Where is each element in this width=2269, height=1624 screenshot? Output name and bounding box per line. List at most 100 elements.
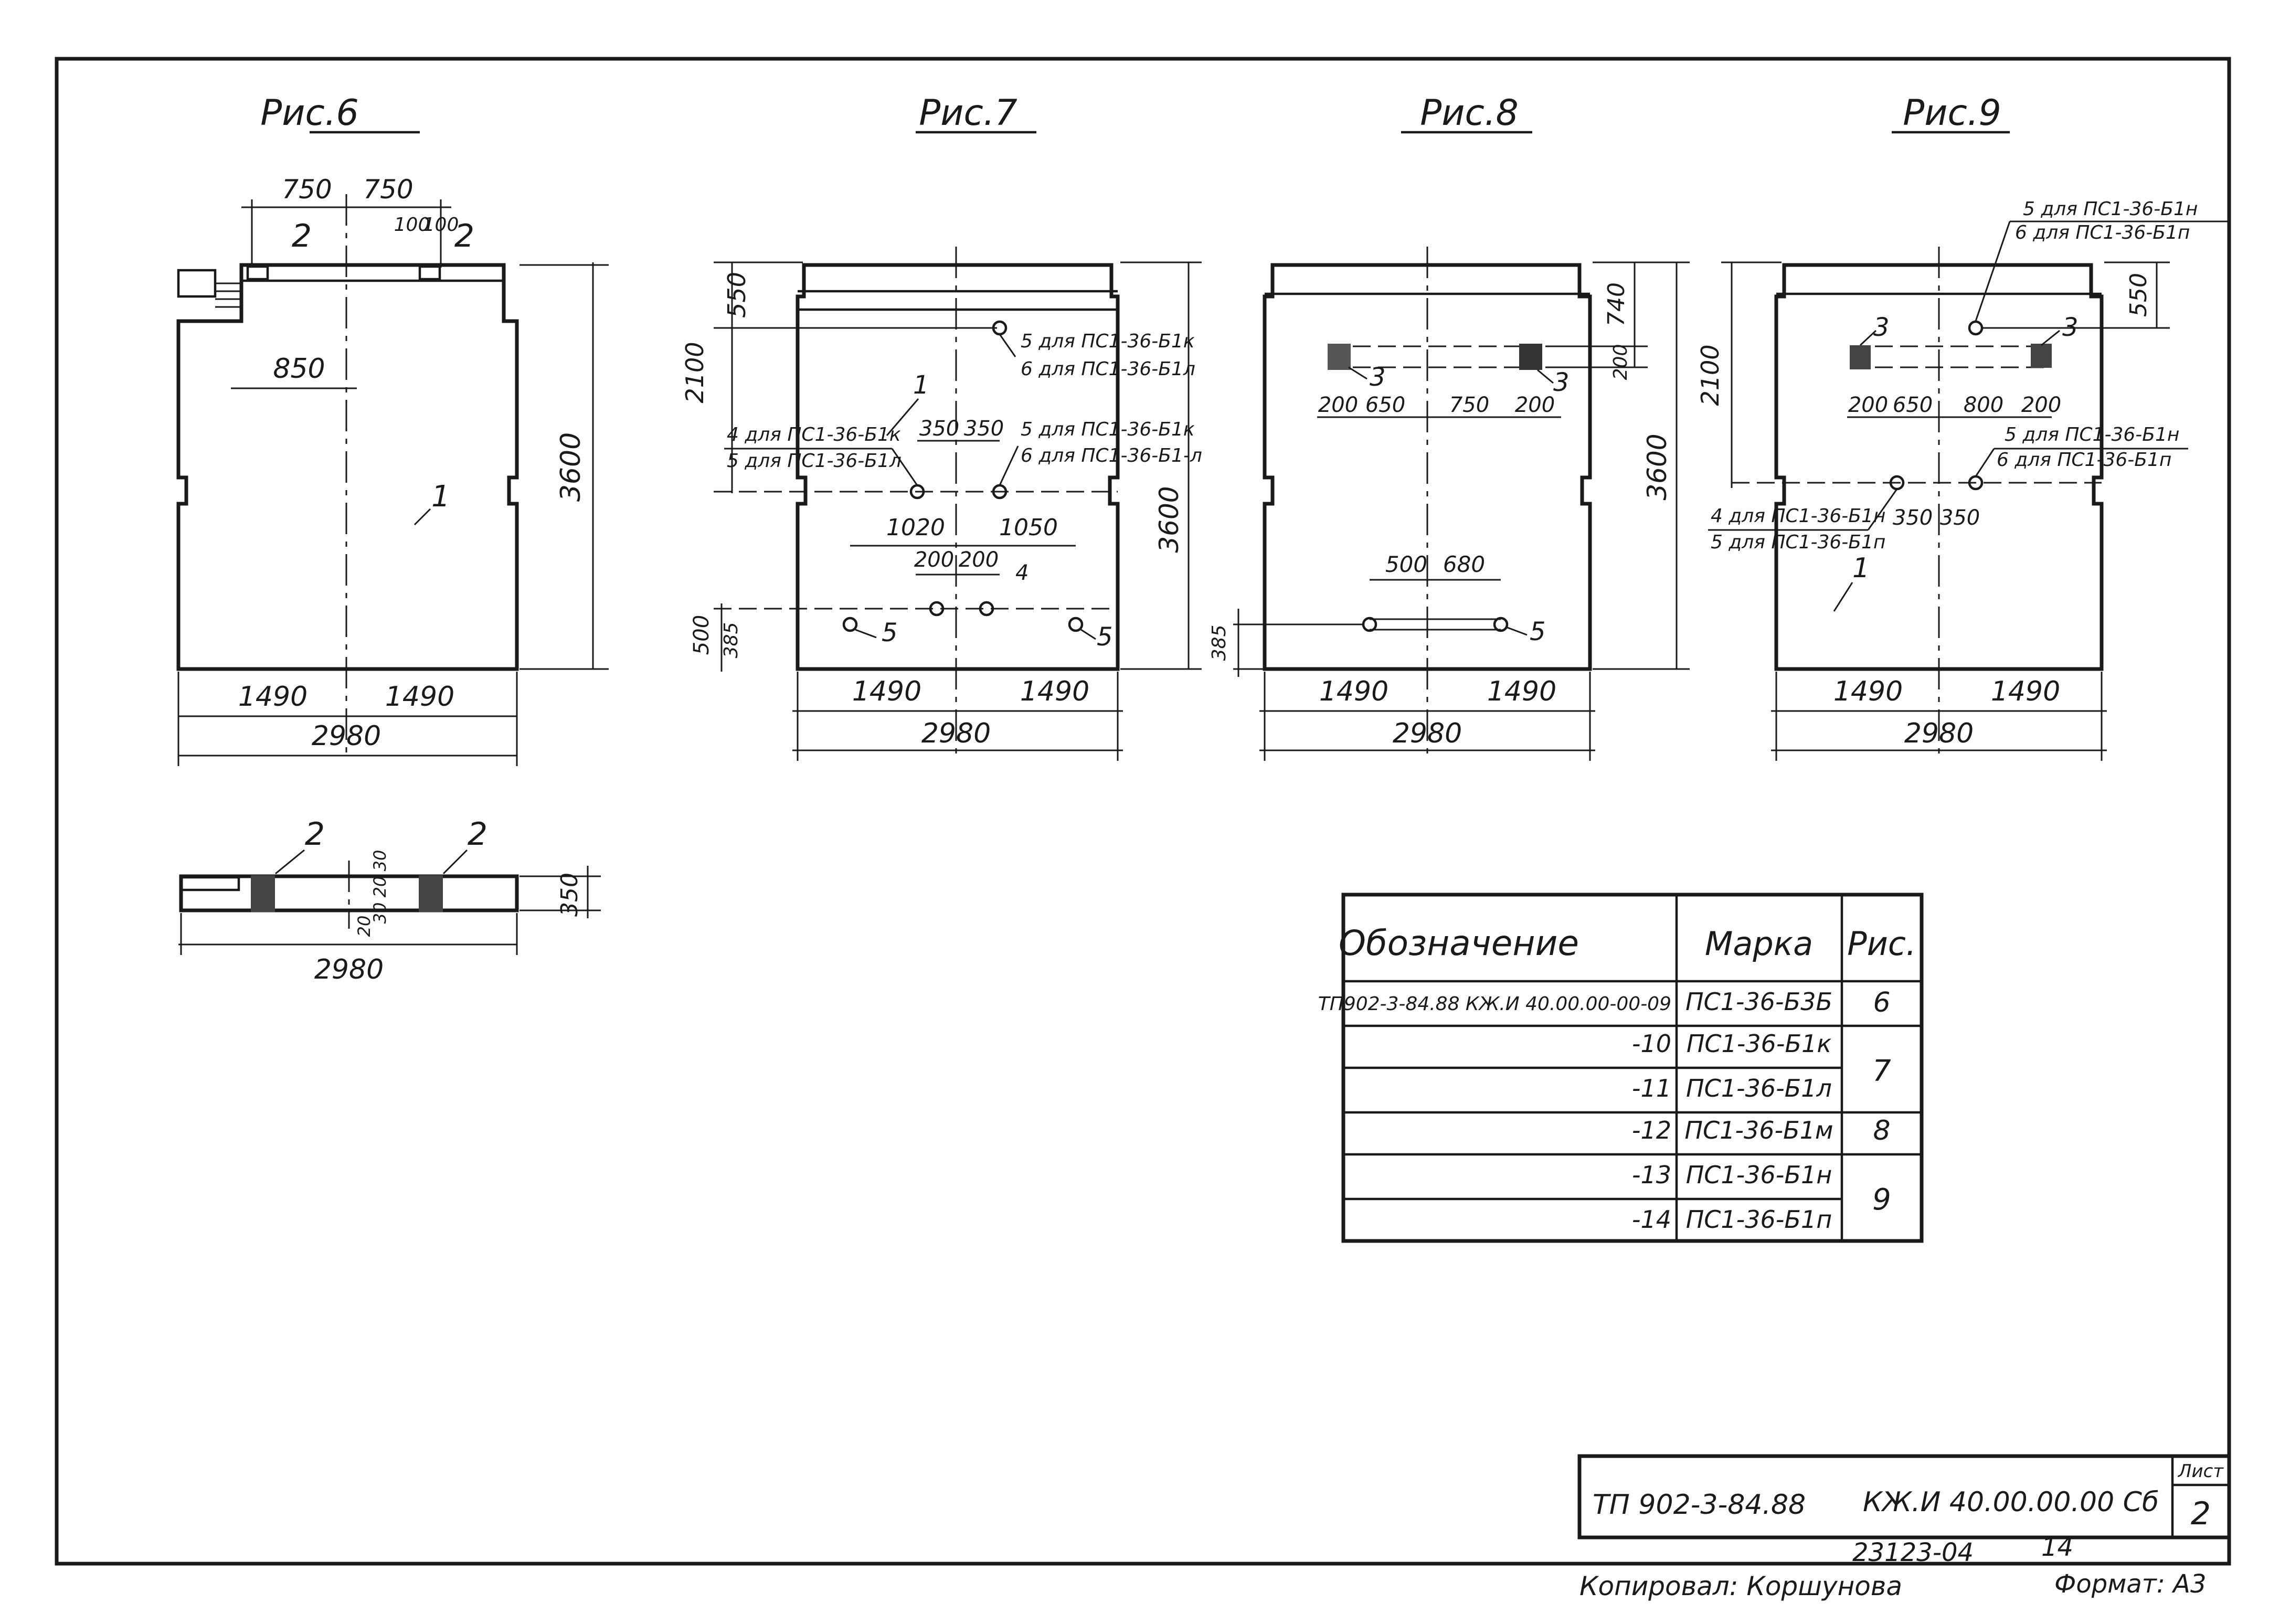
fig6-title: Рис.6 bbox=[260, 92, 358, 134]
table-header-designation: Обозначение bbox=[1339, 923, 1579, 963]
fig8-dim-c: 750 bbox=[1449, 393, 1489, 417]
fig8-leader bbox=[1348, 366, 1367, 380]
fig6-dim-inner: 850 bbox=[273, 353, 325, 385]
plan-dim-c: 20 bbox=[354, 916, 374, 937]
fig7-note-5: 5 для ПС1-36-Б1к bbox=[1021, 419, 1195, 440]
title-block: ТП 902-3-84.88 КЖ.И 40.00.00.00 Сб Лист … bbox=[1577, 1454, 2231, 1540]
fig9-dim-mid: 2100 bbox=[1696, 344, 1724, 406]
footer-inventory: 23123-04 bbox=[1852, 1538, 1974, 1567]
fig8-dim-d: 200 bbox=[1515, 393, 1555, 417]
table-row-2-mark: ПС1-36-Б1л bbox=[1686, 1074, 1832, 1102]
plan-dim-a: 30 bbox=[370, 850, 390, 872]
fig8-dim-top: 740 bbox=[1603, 282, 1630, 326]
fig6-embed-right bbox=[418, 265, 441, 281]
fig7-dim-d: 1050 bbox=[999, 514, 1058, 541]
plan-label-emb-r: 2 bbox=[468, 816, 487, 853]
plan-dim-d: 30 bbox=[370, 903, 390, 924]
fig7-dim-b: 350 bbox=[964, 417, 1004, 441]
fig8-dim-bot: 385 bbox=[1208, 625, 1230, 661]
title-block-project: ТП 902-3-84.88 bbox=[1593, 1489, 1806, 1521]
table-row-0-designation: ТП902-3-84.88 КЖ.И 40.00.00-00-09 bbox=[1318, 993, 1671, 1015]
fig9-dim-total-text: 2980 bbox=[1904, 718, 1974, 749]
table-header-mark: Марка bbox=[1705, 925, 1813, 963]
fig9-dim-a: 200 bbox=[1848, 393, 1888, 417]
table-row-0-mark: ПС1-36-Б3Б bbox=[1685, 988, 1832, 1016]
fig8-dim-f: 680 bbox=[1443, 551, 1485, 577]
figure-7: Рис.7 550 2100 500 385 3600 5 для ПС1-36… bbox=[681, 92, 1202, 761]
fig9-embed-right bbox=[2031, 344, 2052, 368]
title-block-border bbox=[1577, 1454, 2231, 1540]
footer: 23123-04 14 Копировал: Коршунова Формат:… bbox=[1579, 1533, 2207, 1601]
fig7-label-5-right: 5 bbox=[1097, 622, 1113, 652]
fig7-note-6: 6 для ПС1-36-Б1-л bbox=[1021, 445, 1202, 466]
fig7-dim-a: 350 bbox=[919, 417, 959, 441]
fig7-note-4: 5 для ПС1-36-Б1л bbox=[727, 450, 902, 472]
fig8-dim-half-r: 1490 bbox=[1487, 676, 1556, 707]
fig7-leader bbox=[1080, 629, 1096, 640]
figure-9: Рис.9 3 3 5 для ПС1-36-Б1н 6 для ПС1-36-… bbox=[1696, 92, 2228, 761]
table-row-4-mark: ПС1-36-Б1н bbox=[1686, 1161, 1832, 1189]
fig7-hole bbox=[842, 617, 858, 632]
fig9-label-1: 1 bbox=[1852, 553, 1870, 584]
fig8-embed-left bbox=[1328, 344, 1351, 370]
fig6-bracket bbox=[177, 269, 217, 298]
footer-inventory-page: 14 bbox=[2041, 1533, 2073, 1562]
fig6-label-panel: 1 bbox=[431, 480, 450, 514]
fig9-dim-half-r: 1490 bbox=[1991, 676, 2060, 707]
fig9-note-3: 5 для ПС1-36-Б1н bbox=[2005, 424, 2179, 445]
fig7-panel-outline bbox=[796, 263, 1120, 671]
fig7-leader bbox=[886, 398, 919, 436]
fig6-leader bbox=[413, 508, 431, 526]
plan-label-emb-l: 2 bbox=[305, 816, 325, 853]
fig9-note-2: 6 для ПС1-36-Б1п bbox=[2015, 222, 2190, 243]
fig9-dim-half-l: 1490 bbox=[1833, 676, 1903, 707]
fig9-note-4: 6 для ПС1-36-Б1п bbox=[1997, 449, 2171, 471]
fig7-leader bbox=[891, 448, 918, 486]
fig7-label-1: 1 bbox=[913, 370, 929, 400]
fig6-dim-top-a: 750 bbox=[282, 174, 332, 205]
fig8-title: Рис.8 bbox=[1420, 92, 1518, 134]
fig8-dim-half-l: 1490 bbox=[1319, 676, 1388, 707]
table-header-fig: Рис. bbox=[1847, 925, 1916, 963]
fig7-dim-half-l: 1490 bbox=[852, 676, 921, 707]
fig7-dim-mid: 2100 bbox=[681, 342, 709, 403]
fig9-dim-b: 650 bbox=[1893, 393, 1933, 417]
fig8-dim-b: 650 bbox=[1365, 393, 1405, 417]
fig8-label-3-right: 3 bbox=[1553, 368, 1570, 397]
fig7-label-5-left: 5 bbox=[882, 618, 898, 648]
fig7-hole bbox=[1068, 617, 1084, 632]
fig7-note-2: 6 для ПС1-36-Б1л bbox=[1021, 358, 1195, 380]
fig7-leader bbox=[855, 629, 877, 639]
fig6-dim-total-text: 2980 bbox=[312, 720, 381, 752]
fig8-embed-right bbox=[1519, 344, 1542, 370]
fig7-title: Рис.7 bbox=[919, 92, 1017, 134]
fig8-dim-small: 200 bbox=[1610, 344, 1631, 380]
fig6-dim-height-text: 3600 bbox=[555, 432, 587, 502]
fig7-leader bbox=[999, 445, 1019, 486]
fig8-dim-e: 500 bbox=[1385, 551, 1427, 577]
fig7-dim-half-r: 1490 bbox=[1020, 676, 1089, 707]
fig7-dim-f: 200 bbox=[959, 548, 999, 572]
figure-6: Рис.6 750 750 100 100 2 2 850 1 bbox=[176, 92, 609, 766]
fig6-label-emb-r: 2 bbox=[454, 218, 474, 254]
table-row-4-fig: 9 bbox=[1872, 1183, 1891, 1217]
table-row-0-fig: 6 bbox=[1873, 987, 1890, 1018]
fig7-dim-bot: 500 bbox=[690, 615, 714, 655]
fig9-panel-outline bbox=[1774, 263, 2104, 671]
table-row-4-designation: -13 bbox=[1632, 1161, 1671, 1189]
fig7-dim-top: 550 bbox=[723, 272, 751, 318]
fig8-leader bbox=[1505, 626, 1528, 636]
title-block-sheet-no: 2 bbox=[2191, 1495, 2211, 1532]
table-row-2-designation: -11 bbox=[1632, 1074, 1671, 1102]
table-row-5-designation: -14 bbox=[1632, 1205, 1671, 1234]
table-row-3-designation: -12 bbox=[1632, 1116, 1671, 1144]
fig6-panel-outline bbox=[176, 263, 519, 671]
fig9-dim-c: 800 bbox=[1964, 393, 2003, 417]
fig7-dim-bot-small: 385 bbox=[720, 622, 742, 659]
fig6-dim-half-l: 1490 bbox=[238, 681, 308, 713]
fig9-leader bbox=[1833, 582, 1853, 612]
title-block-sheet-label: Лист bbox=[2177, 1461, 2224, 1482]
plan-embed-left bbox=[251, 875, 275, 912]
plan-dim-total-text: 2980 bbox=[314, 954, 384, 985]
